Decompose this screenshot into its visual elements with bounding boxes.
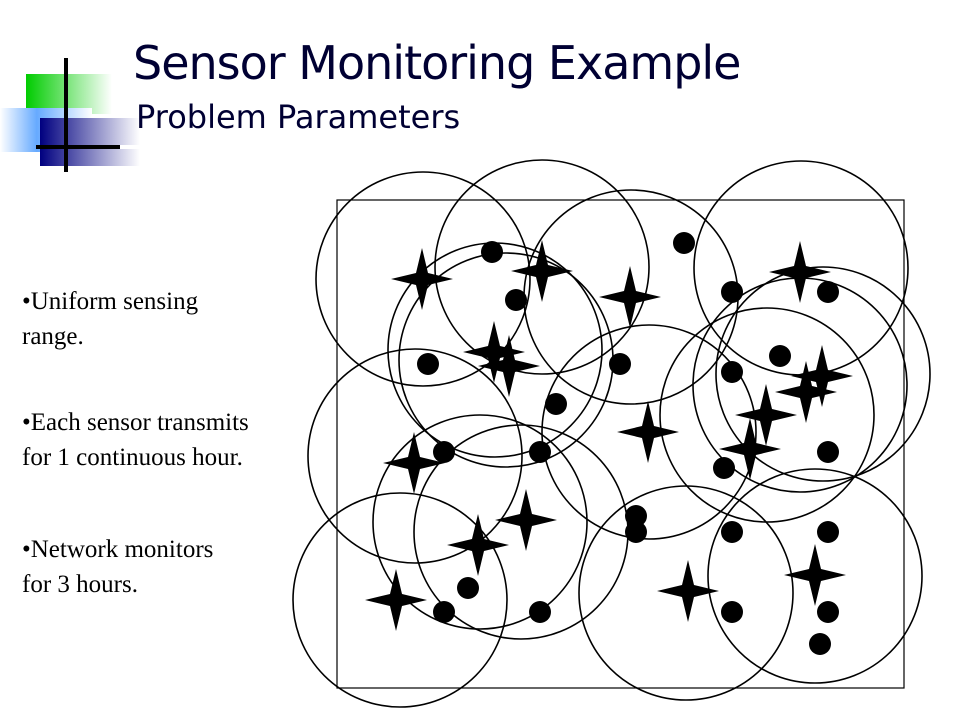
target-star-marker: [784, 544, 846, 606]
bullet-text-line: for 1 continuous hour.: [22, 444, 243, 471]
target-star-marker: [383, 432, 445, 494]
sensing-range-circle: [315, 171, 531, 387]
bullet-text-line: range.: [22, 323, 84, 350]
sensing-range-circle: [541, 324, 757, 540]
slide-subtitle: Problem Parameters: [136, 98, 461, 136]
sensing-range-circle: [434, 159, 650, 375]
sensor-node-dot: [417, 353, 439, 375]
sensor-node-dot: [433, 601, 455, 623]
corner-squares-graphic: [0, 58, 140, 172]
target-star-marker: [719, 418, 781, 480]
sensor-node-dot: [809, 633, 831, 655]
target-star-marker: [511, 240, 573, 302]
target-star-marker: [495, 489, 557, 551]
target-star-marker: [617, 401, 679, 463]
target-star-marker: [599, 266, 661, 328]
sensing-range-circle: [715, 266, 931, 482]
bullet-text-line: for 3 hours.: [22, 571, 138, 598]
sensor-node-dot: [817, 521, 839, 543]
sensor-node-dot: [433, 441, 455, 463]
sensor-node-dot: [529, 441, 551, 463]
sensor-node-dot: [721, 521, 743, 543]
bullet-text-line: •Network monitors: [22, 536, 214, 563]
slide-title: Sensor Monitoring Example: [133, 36, 741, 90]
sensor-node-dot: [545, 393, 567, 415]
sensor-node-dot: [817, 281, 839, 303]
sensor-node-dot: [721, 281, 743, 303]
target-star-marker: [775, 361, 837, 423]
sensor-node-dot: [481, 241, 503, 263]
target-star-marker: [478, 335, 540, 397]
sensing-range-circle: [372, 414, 588, 630]
sensor-node-dot: [713, 457, 735, 479]
target-star-marker: [365, 569, 427, 631]
sensing-range-circle: [292, 492, 508, 708]
sensor-node-dot: [505, 289, 527, 311]
sensor-node-dot: [625, 521, 647, 543]
bullet-text-line: •Uniform sensing: [22, 288, 199, 315]
sensing-range-circle: [578, 485, 794, 701]
target-star-marker: [391, 248, 453, 310]
target-star-marker: [791, 345, 853, 407]
sensor-node-dot: [721, 361, 743, 383]
sensor-node-dot: [673, 232, 695, 254]
target-star-marker: [463, 321, 525, 383]
sensor-node-dot: [529, 601, 551, 623]
sensing-range-circle: [307, 348, 523, 564]
bullet-item: •Network monitors for 3 hours.: [22, 532, 213, 602]
sensor-node-dot: [609, 353, 631, 375]
bullet-item: •Uniform sensing range.: [22, 284, 198, 354]
sensor-node-dot: [769, 345, 791, 367]
bullet-text-line: •Each sensor transmits: [22, 409, 249, 436]
target-star-marker: [447, 514, 509, 576]
sensor-node-dot: [721, 601, 743, 623]
sensor-node-dot: [817, 601, 839, 623]
target-star-marker: [735, 384, 797, 446]
sensor-node-dot: [817, 441, 839, 463]
target-star-marker: [769, 241, 831, 303]
bullet-item: •Each sensor transmits for 1 continuous …: [22, 405, 249, 475]
sensor-node-dot: [457, 577, 479, 599]
target-star-marker: [657, 560, 719, 622]
corner-decoration: [0, 0, 140, 175]
title-underline: [120, 145, 840, 149]
sensor-node-dot: [625, 505, 647, 527]
sensing-range-circle: [707, 468, 923, 684]
